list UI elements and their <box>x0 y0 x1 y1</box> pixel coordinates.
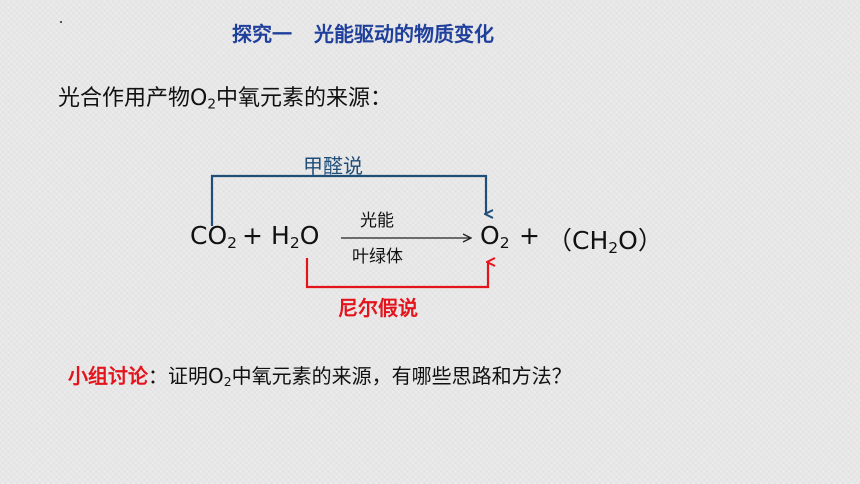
plus-sign: + <box>519 221 540 250</box>
title-part-1: 探究一 <box>232 22 292 46</box>
formaldehyde-hypothesis-label: 甲醛说 <box>303 154 363 178</box>
blue-arrow <box>210 174 486 226</box>
group-discussion-question: 小组讨论：证明O2中氧元素的来源，有哪些思路和方法？ <box>68 364 572 390</box>
condition-light: 光能 <box>360 211 394 231</box>
reactant-co2: CO2 <box>190 221 238 252</box>
condition-chloroplast: 叶绿体 <box>352 247 403 267</box>
niel-hypothesis-label: 尼尔假说 <box>338 296 418 320</box>
question-oxygen-source: 光合作用产物O2中氧元素的来源： <box>58 86 393 113</box>
reactant-h2o: H2O <box>271 221 320 252</box>
product-ch2o: （CH2O） <box>547 226 663 257</box>
group-discussion-label: 小组讨论 <box>68 364 148 388</box>
red-arrow <box>305 258 488 289</box>
decorative-dot <box>60 21 62 23</box>
title-part-2: 光能驱动的物质变化 <box>314 22 494 46</box>
page-title: 探究一光能驱动的物质变化 <box>232 18 494 47</box>
plus-sign: + <box>242 221 263 250</box>
product-o2: O2 <box>480 221 510 252</box>
